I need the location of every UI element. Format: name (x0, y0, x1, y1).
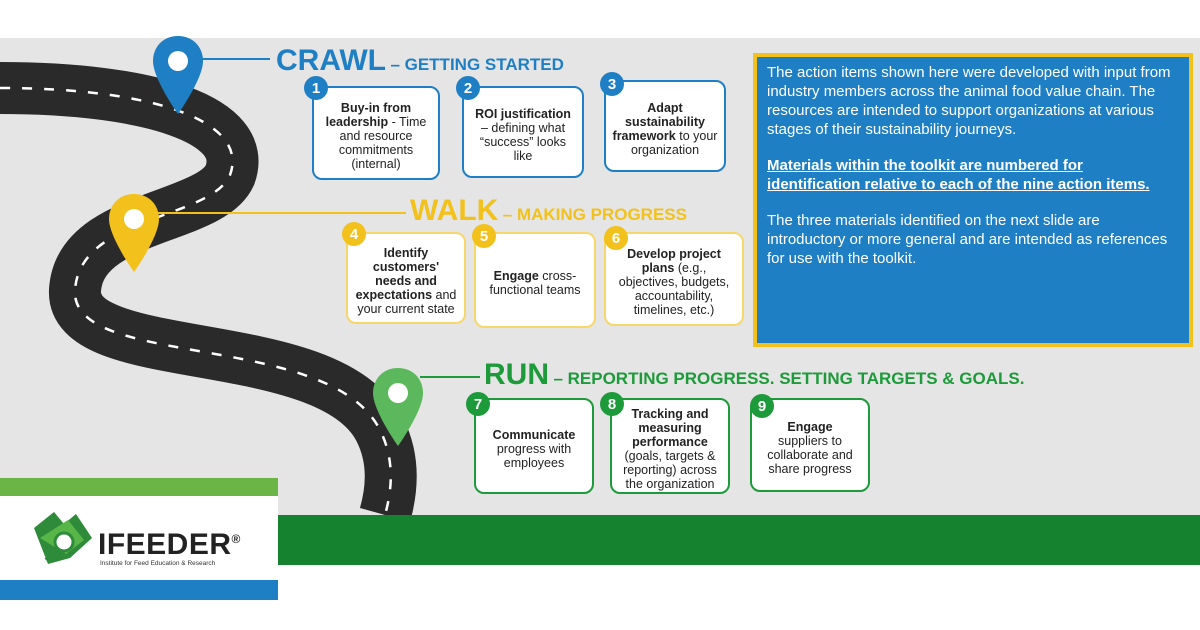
action-item-2-bold: ROI justification (475, 107, 571, 121)
logo-green-stripe (0, 478, 278, 496)
action-item-6-bold: Develop project plans (627, 247, 721, 275)
action-item-8: Tracking and measuring performance (goal… (610, 398, 730, 494)
action-item-7: Communicate progress with employees (474, 398, 594, 494)
registered-mark: ® (231, 532, 241, 546)
run-leader-line (420, 376, 480, 378)
action-item-6-number: 6 (604, 226, 628, 250)
action-item-1-bold: Buy-in from leadership (325, 101, 412, 129)
action-item-4-number: 4 (342, 222, 366, 246)
crawl-title: CRAWL (276, 44, 386, 77)
ifeeder-leaf-logo-icon (34, 512, 92, 564)
crawl-leader-line (200, 58, 270, 60)
logo-blue-stripe (0, 580, 278, 600)
action-item-9-number: 9 (750, 394, 774, 418)
walk-heading: WALK – MAKING PROGRESS (410, 194, 687, 228)
run-map-pin-icon (373, 368, 423, 446)
logo-name: IFEEDER (98, 528, 232, 561)
crawl-map-pin-icon (153, 36, 203, 114)
action-item-3-text: to your organization (630, 129, 718, 157)
action-item-3: Adapt sustainability framework to your o… (604, 80, 726, 172)
crawl-subtitle: – GETTING STARTED (390, 55, 564, 74)
info-paragraph-3: The three materials identified on the ne… (767, 212, 1168, 267)
action-item-5: Engage cross-functional teams (474, 232, 596, 328)
walk-title: WALK (410, 194, 499, 227)
action-item-8-text: (goals, targets & reporting) across the … (623, 449, 717, 491)
walk-subtitle: – MAKING PROGRESS (502, 205, 687, 224)
action-item-4-text: and your current state (357, 288, 457, 316)
info-paragraph-2: Materials within the toolkit are numbere… (767, 157, 1150, 193)
action-item-5-text: cross-functional teams (489, 269, 581, 297)
run-title: RUN (484, 358, 549, 391)
action-item-6-text: (e.g., objectives, budgets, accountabili… (618, 261, 730, 317)
action-item-9-text: suppliers to collaborate and share progr… (767, 434, 853, 476)
crawl-heading: CRAWL – GETTING STARTED (276, 44, 564, 78)
run-heading: RUN – REPORTING PROGRESS. SETTING TARGET… (484, 358, 1024, 392)
action-item-3-number: 3 (600, 72, 624, 96)
action-item-4-bold: Identify customers' needs and expectatio… (355, 246, 440, 302)
action-item-5-bold: Engage (493, 269, 539, 283)
action-item-1-text: - Time and resource commitments (interna… (338, 115, 427, 171)
run-subtitle: – REPORTING PROGRESS. SETTING TARGETS & … (553, 369, 1025, 388)
logo-tagline: Institute for Feed Education & Research (100, 560, 216, 567)
action-item-7-text: progress with employees (496, 442, 572, 470)
action-item-3-bold: Adapt sustainability framework (612, 101, 705, 143)
road-surface (0, 62, 417, 515)
action-item-7-number: 7 (466, 392, 490, 416)
action-item-9-bold: Engage (787, 420, 833, 434)
winding-road-graphic (0, 62, 417, 515)
walk-leader-line (158, 212, 406, 214)
action-item-8-number: 8 (600, 392, 624, 416)
green-footer-bar (278, 515, 1200, 565)
info-paragraph-1: The action items shown here were develop… (767, 64, 1171, 138)
action-item-6: Develop project plans (e.g., objectives,… (604, 232, 744, 326)
logo-wordmark: IFEEDER® (98, 528, 241, 562)
action-item-5-number: 5 (472, 224, 496, 248)
action-item-1: Buy-in from leadership - Time and resour… (312, 86, 440, 180)
action-item-2-number: 2 (456, 76, 480, 100)
action-item-2-text: – defining what “success” looks like (479, 121, 567, 163)
action-item-4: Identify customers' needs and expectatio… (346, 232, 466, 324)
action-item-2: ROI justification – defining what “succe… (462, 86, 584, 178)
info-panel: The action items shown here were develop… (753, 53, 1193, 347)
action-item-7-bold: Communicate (492, 428, 576, 442)
action-item-1-number: 1 (304, 76, 328, 100)
action-item-8-bold: Tracking and measuring performance (631, 407, 709, 449)
walk-map-pin-icon (109, 194, 159, 272)
